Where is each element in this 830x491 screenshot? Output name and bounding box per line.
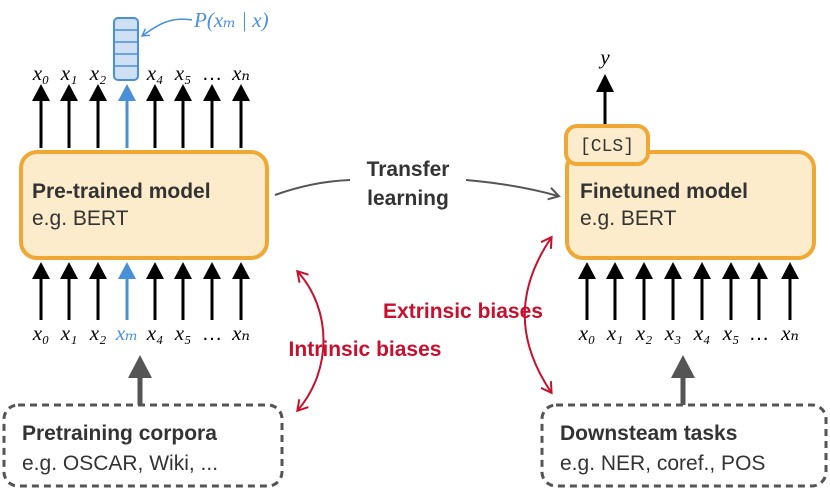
- cls-output-arrow: [596, 74, 614, 126]
- probability-pointer-arrow: [140, 18, 193, 37]
- pretrain-input-arrow-head-2: [89, 262, 107, 279]
- finetune-input-token-4: x₄: [693, 321, 711, 345]
- finetune-input-arrow-head-6: [750, 262, 768, 279]
- pretrain-input-arrow-head-7: [232, 262, 250, 279]
- finetune-input-token-0: x₀: [578, 321, 596, 345]
- finetune-input-arrow-head-0: [578, 262, 596, 279]
- finetune-input-token-7: xₙ: [780, 321, 799, 345]
- finetune-input-token-6: …: [749, 322, 770, 345]
- finetune-input-arrow-head-3: [664, 262, 682, 279]
- pretrain-output-token-7: xₙ: [231, 61, 250, 85]
- pretrain-input-arrow-head-5: [174, 262, 192, 279]
- pretrain-output-arrow-head-3: [118, 84, 136, 101]
- transfer-learning-line1: Transfer: [367, 158, 450, 181]
- pretrain-output-tokens: x₀ x₁ x₂ x₄ x₅ … xₙ: [32, 61, 250, 85]
- output-label-y: y: [598, 45, 610, 69]
- finetune-input-arrow-head-5: [722, 262, 740, 279]
- finetune-input-token-1: x₁: [606, 321, 624, 345]
- pretrain-input-arrows: [32, 262, 250, 320]
- finetune-input-arrow-head-4: [693, 262, 711, 279]
- finetune-input-token-3: x₃: [664, 321, 682, 345]
- pretrain-output-arrow-head-6: [203, 84, 221, 101]
- pretrain-output-arrow-head-4: [146, 84, 164, 101]
- finetune-input-arrow-head-1: [606, 262, 624, 279]
- probability-label: P(xₘ | x): [193, 8, 269, 32]
- pretrain-output-token-0: x₀: [32, 61, 50, 85]
- pretrain-input-token-6: …: [202, 322, 223, 345]
- pretrain-input-tokens: x₀ x₁ x₂ xₘ x₄ x₅ … xₙ: [32, 321, 250, 345]
- finetune-input-arrow-head-7: [781, 262, 799, 279]
- pretrain-input-arrow-head-3: [118, 262, 136, 279]
- pretrain-output-token-2: x₂: [89, 61, 107, 85]
- pretrain-input-token-1: x₁: [60, 321, 78, 345]
- intrinsic-biases-label: Intrinsic biases: [289, 338, 442, 361]
- finetuned-model-box: Finetuned model e.g. BERT: [565, 150, 816, 260]
- cls-token-box: [CLS]: [564, 124, 650, 166]
- pretrain-input-token-4: x₄: [146, 321, 164, 345]
- pretrain-output-token-1: x₁: [60, 61, 78, 85]
- pretraining-corpora-subtitle: e.g. OSCAR, Wiki, ...: [22, 452, 218, 475]
- pretrain-output-token-4: x₄: [146, 61, 164, 85]
- pretrain-input-arrow-head-4: [146, 262, 164, 279]
- extrinsic-bias-arrow: [523, 235, 553, 395]
- pretrain-input-arrow-head-0: [32, 262, 50, 279]
- pretraining-corpora-title: Pretraining corpora: [22, 422, 217, 445]
- tasks-to-input-arrow: [671, 355, 695, 405]
- transfer-learning-left-arrow: [274, 179, 351, 196]
- pretrain-output-arrow-head-2: [89, 84, 107, 101]
- pretrain-output-arrow-head-7: [232, 84, 250, 101]
- pretrained-model-subtitle: e.g. BERT: [32, 207, 129, 230]
- finetune-input-token-2: x₂: [635, 321, 653, 345]
- intrinsic-bias-arrow: [296, 269, 325, 413]
- finetune-input-token-5: x₅: [722, 321, 740, 345]
- cls-token-label: [CLS]: [580, 137, 634, 157]
- pretrain-input-token-2: x₂: [89, 321, 107, 345]
- pretrained-model-title: Pre-trained model: [32, 180, 211, 203]
- pretrain-input-token-5: x₅: [174, 321, 192, 345]
- finetune-input-arrows: [578, 262, 799, 320]
- downstream-tasks-box: Downsteam tasks e.g. NER, coref., POS: [540, 403, 828, 488]
- pretrained-model-box: Pre-trained model e.g. BERT: [19, 150, 269, 260]
- finetune-input-arrow-head-2: [635, 262, 653, 279]
- pretrain-output-arrow-head-0: [32, 84, 50, 101]
- pretrain-input-token-7: xₙ: [231, 321, 250, 345]
- transfer-learning-line2: learning: [367, 187, 449, 210]
- pretrain-input-arrow-head-1: [60, 262, 78, 279]
- pretraining-corpora-box: Pretraining corpora e.g. OSCAR, Wiki, ..…: [2, 403, 284, 488]
- pretrain-output-arrow-head-5: [174, 84, 192, 101]
- transfer-learning-right-arrow: [465, 179, 561, 201]
- pretrain-input-arrow-head-6: [203, 262, 221, 279]
- pretrain-output-token-5: x₅: [174, 61, 192, 85]
- probability-stack-icon: [113, 17, 139, 81]
- downstream-tasks-title: Downsteam tasks: [560, 422, 737, 445]
- finetuned-model-subtitle: e.g. BERT: [580, 207, 677, 230]
- pretrain-output-arrows: [32, 84, 250, 148]
- pretrain-input-token-0: x₀: [32, 321, 50, 345]
- corpora-to-input-arrow: [128, 355, 152, 405]
- pretrain-output-token-6: …: [202, 62, 223, 85]
- finetune-input-tokens: x₀ x₁ x₂ x₃ x₄ x₅ … xₙ: [578, 321, 799, 345]
- downstream-tasks-subtitle: e.g. NER, coref., POS: [560, 452, 765, 475]
- pretrain-input-token-3: xₘ: [115, 321, 138, 345]
- pretrain-output-arrow-head-1: [60, 84, 78, 101]
- finetuned-model-title: Finetuned model: [580, 180, 748, 203]
- extrinsic-biases-label: Extrinsic biases: [383, 300, 543, 323]
